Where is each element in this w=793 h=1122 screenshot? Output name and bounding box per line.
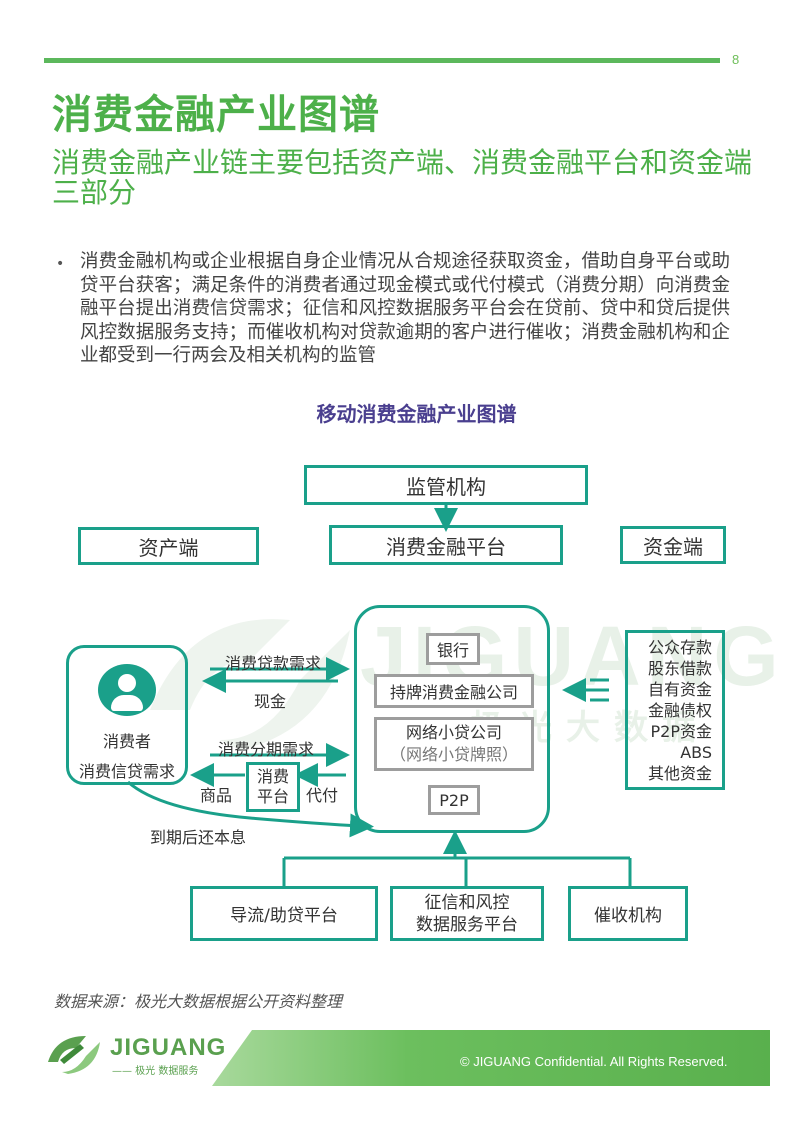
online-loan-l1: 网络小贷公司 [405,723,502,742]
credit-l2: 数据服务平台 [416,914,518,935]
bullet-text: 消费金融机构或企业根据自身企业情况从合规途径获取资金，借助自身平台或助贷平台获客… [80,251,730,366]
fund-item: ABS [680,742,712,762]
asset-side-box: 资产端 [78,527,259,565]
platform-box: 消费金融平台 [329,525,563,565]
consumer-platform-l2: 平台 [256,787,289,806]
diversion-box: 导流/助贷平台 [190,886,378,941]
fund-item: 其他资金 [647,763,712,783]
cash-label: 现金 [254,692,287,711]
user-icon [98,664,156,716]
loan-demand-label: 消费贷款需求 [225,654,322,673]
footer-band [212,1030,770,1086]
consumer-platform-box: 消费 平台 [246,762,300,812]
consumer-platform-l1: 消费 [256,767,289,786]
footer-logo-sub: —— 极光 数据服务 [112,1066,199,1077]
bullet-dot: • [56,256,65,272]
credit-l1: 征信和风控 [424,892,510,913]
pay-on-behalf-label: 代付 [306,786,339,805]
copyright-text: © JIGUANG Confidential. All Rights Reser… [460,1054,728,1069]
funds-box: 公众存款 股东借款 自有资金 金融债权 P2P资金 ABS 其他资金 [625,630,725,790]
data-source: 数据来源：极光大数据根据公开资料整理 [54,992,343,1011]
collection-box: 催收机构 [568,886,688,941]
fund-item: P2P资金 [650,721,712,741]
bank-box: 银行 [426,633,480,665]
installment-demand-label: 消费分期需求 [218,740,315,759]
licensed-company-box: 持牌消费金融公司 [374,674,534,708]
regulator-box: 监管机构 [304,465,588,505]
repay-label: 到期后还本息 [150,828,247,847]
diagram-title: 移动消费金融产业图谱 [316,402,517,426]
fund-item: 股东借款 [647,658,712,678]
top-divider [44,58,720,63]
platform-container [354,605,550,833]
p2p-box: P2P [428,785,480,815]
page-number: 8 [732,52,740,67]
fund-side-box: 资金端 [620,526,726,564]
fund-item: 自有资金 [647,679,712,699]
jiguang-logo-icon [48,1036,100,1074]
fund-item: 金融债权 [647,700,712,720]
credit-risk-box: 征信和风控 数据服务平台 [390,886,544,941]
consumer-demand-label: 消费信贷需求 [78,762,175,781]
online-loan-box: 网络小贷公司 （网络小贷牌照） [374,717,534,771]
consumer-label: 消费者 [102,732,151,751]
fund-item: 公众存款 [647,637,712,657]
page-title: 消费金融产业图谱 [52,92,380,138]
consumer-box: 消费者 消费信贷需求 [66,645,188,785]
online-loan-l2: （网络小贷牌照） [389,745,518,764]
footer-logo-text: JIGUANG [110,1034,227,1061]
page-subtitle: 消费金融产业链主要包括资产端、消费金融平台和资金端三部分 [52,146,753,209]
goods-label: 商品 [200,786,233,805]
